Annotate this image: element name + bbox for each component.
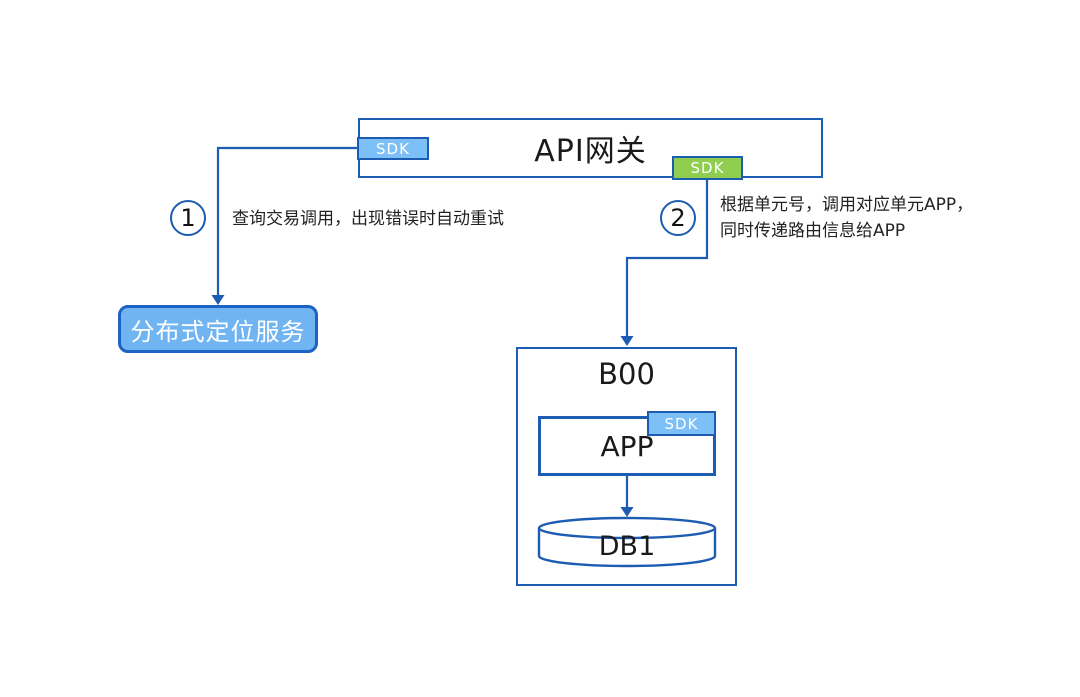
unit-b00-title: B00: [598, 357, 655, 391]
app-sdk-label: SDK: [664, 414, 699, 433]
step-1-circle: 1: [170, 200, 206, 236]
app-label: APP: [600, 429, 654, 463]
db1-cylinder-top: [537, 516, 717, 540]
step-2-text: 根据单元号，调用对应单元APP， 同时传递路由信息给APP: [720, 192, 973, 244]
api-gateway-title: API网关: [534, 134, 647, 169]
arrowhead-unit: [620, 336, 634, 346]
app-sdk-badge: SDK: [647, 411, 716, 436]
step-2-text-line2: 同时传递路由信息给APP: [720, 221, 906, 241]
gateway-sdk-left-badge: SDK: [357, 137, 429, 160]
arrowhead-db: [620, 507, 634, 517]
app-box: APP: [538, 416, 716, 476]
arrowhead-service: [211, 295, 225, 305]
step-1-text: 查询交易调用，出现错误时自动重试: [232, 209, 504, 229]
gateway-sdk-left-label: SDK: [376, 139, 410, 158]
gateway-sdk-bottom-badge: SDK: [672, 156, 743, 180]
unit-b00-box: B00: [516, 347, 737, 586]
step-1-number: 1: [180, 204, 196, 232]
db1-label: DB1: [598, 531, 656, 562]
step-2-text-line1: 根据单元号，调用对应单元APP，: [720, 195, 974, 215]
gateway-sdk-bottom-label: SDK: [690, 159, 725, 177]
connector-gateway-to-service: [216, 146, 358, 296]
step-2-number: 2: [670, 204, 686, 232]
location-service-label: 分布式定位服务: [130, 317, 306, 346]
location-service-box: 分布式定位服务: [118, 305, 318, 353]
connector-gateway-to-unit: [625, 180, 709, 337]
step-2-circle: 2: [660, 200, 696, 236]
